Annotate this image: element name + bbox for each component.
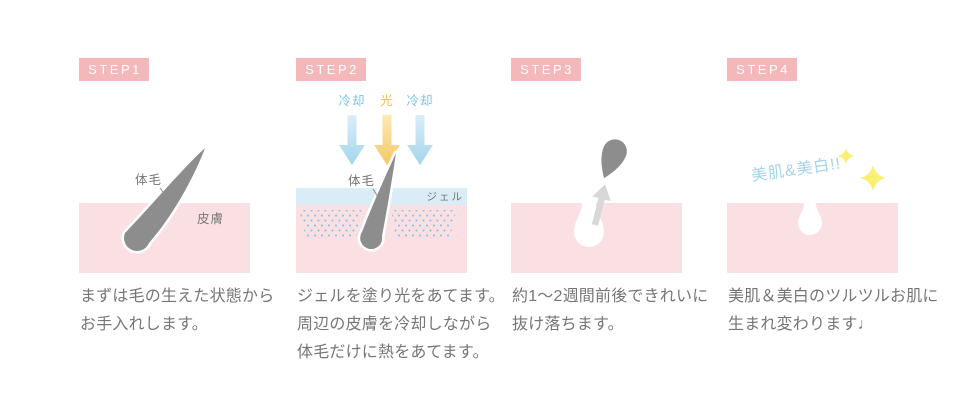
step4-badge: STEP4 — [727, 58, 797, 81]
step2-column: STEP2 冷却 光 冷却 — [296, 58, 514, 405]
step1-caption: まずは毛の生えた状態から お手入れします。 — [80, 283, 298, 339]
cooling-arrow-icon — [407, 115, 433, 165]
step1-column: STEP1 皮膚 体毛 まずは毛の生えた状態から お手入れします。 — [79, 58, 297, 405]
caption-line: 生まれ変わります♩ — [728, 316, 874, 333]
hair-pointer-line — [159, 187, 174, 206]
fallen-hair-icon — [601, 139, 627, 179]
step3-column: STEP3 約1～2週間前後できれいに 抜け落ちます。 — [511, 58, 729, 405]
gel-label: ジェル — [427, 191, 465, 203]
step4-column: STEP4 美肌&美白!! 美肌＆美白のツルツルお肌に 生まれ変わります♩ — [727, 58, 945, 405]
cooling-dots — [299, 210, 362, 238]
caption-line: 美肌＆美白のツルツルお肌に — [728, 288, 939, 305]
step3-illustration — [511, 139, 682, 273]
skin-label: 皮膚 — [197, 211, 224, 226]
sparkle-icon — [860, 165, 886, 191]
step4-illustration — [727, 147, 898, 273]
caption-line: お手入れします。 — [80, 316, 209, 333]
cooling-label: 冷却 — [406, 94, 433, 108]
caption-line: まずは毛の生えた状態から — [80, 288, 275, 305]
step3-badge: STEP3 — [511, 58, 581, 81]
step2-illustration: 冷却 光 冷却 ジェル 体毛 — [296, 94, 467, 273]
step3-caption: 約1～2週間前後できれいに 抜け落ちます。 — [512, 283, 730, 339]
cooling-label: 冷却 — [338, 94, 365, 108]
hair-pointer-line — [372, 188, 382, 203]
extraction-arrow-icon — [591, 184, 611, 226]
caption-line: ジェルを塗り光をあてます。 — [297, 288, 505, 305]
hair-label: 体毛 — [348, 174, 375, 188]
step2-caption: ジェルを塗り光をあてます。 周辺の皮膚を冷却しながら 体毛だけに熱をあてます。 — [297, 283, 515, 367]
caption-line: 抜け落ちます。 — [512, 316, 624, 333]
sparkle-icon — [837, 147, 855, 165]
caption-line: 体毛だけに熱をあてます。 — [297, 344, 489, 361]
light-label: 光 — [380, 94, 394, 108]
step1-badge: STEP1 — [79, 58, 149, 81]
caption-line: 周辺の皮膚を冷却しながら — [297, 316, 492, 333]
smooth-pore — [798, 203, 822, 235]
step4-caption: 美肌＆美白のツルツルお肌に 生まれ変わります♩ — [728, 283, 946, 339]
cooling-arrow-icon — [339, 115, 365, 165]
hair-label: 体毛 — [135, 173, 162, 187]
step1-illustration: 皮膚 体毛 — [79, 145, 250, 273]
cooling-dots — [391, 210, 456, 238]
caption-line: 約1～2週間前後できれいに — [512, 288, 709, 305]
step2-badge: STEP2 — [296, 58, 366, 81]
hair-icon — [357, 150, 399, 252]
